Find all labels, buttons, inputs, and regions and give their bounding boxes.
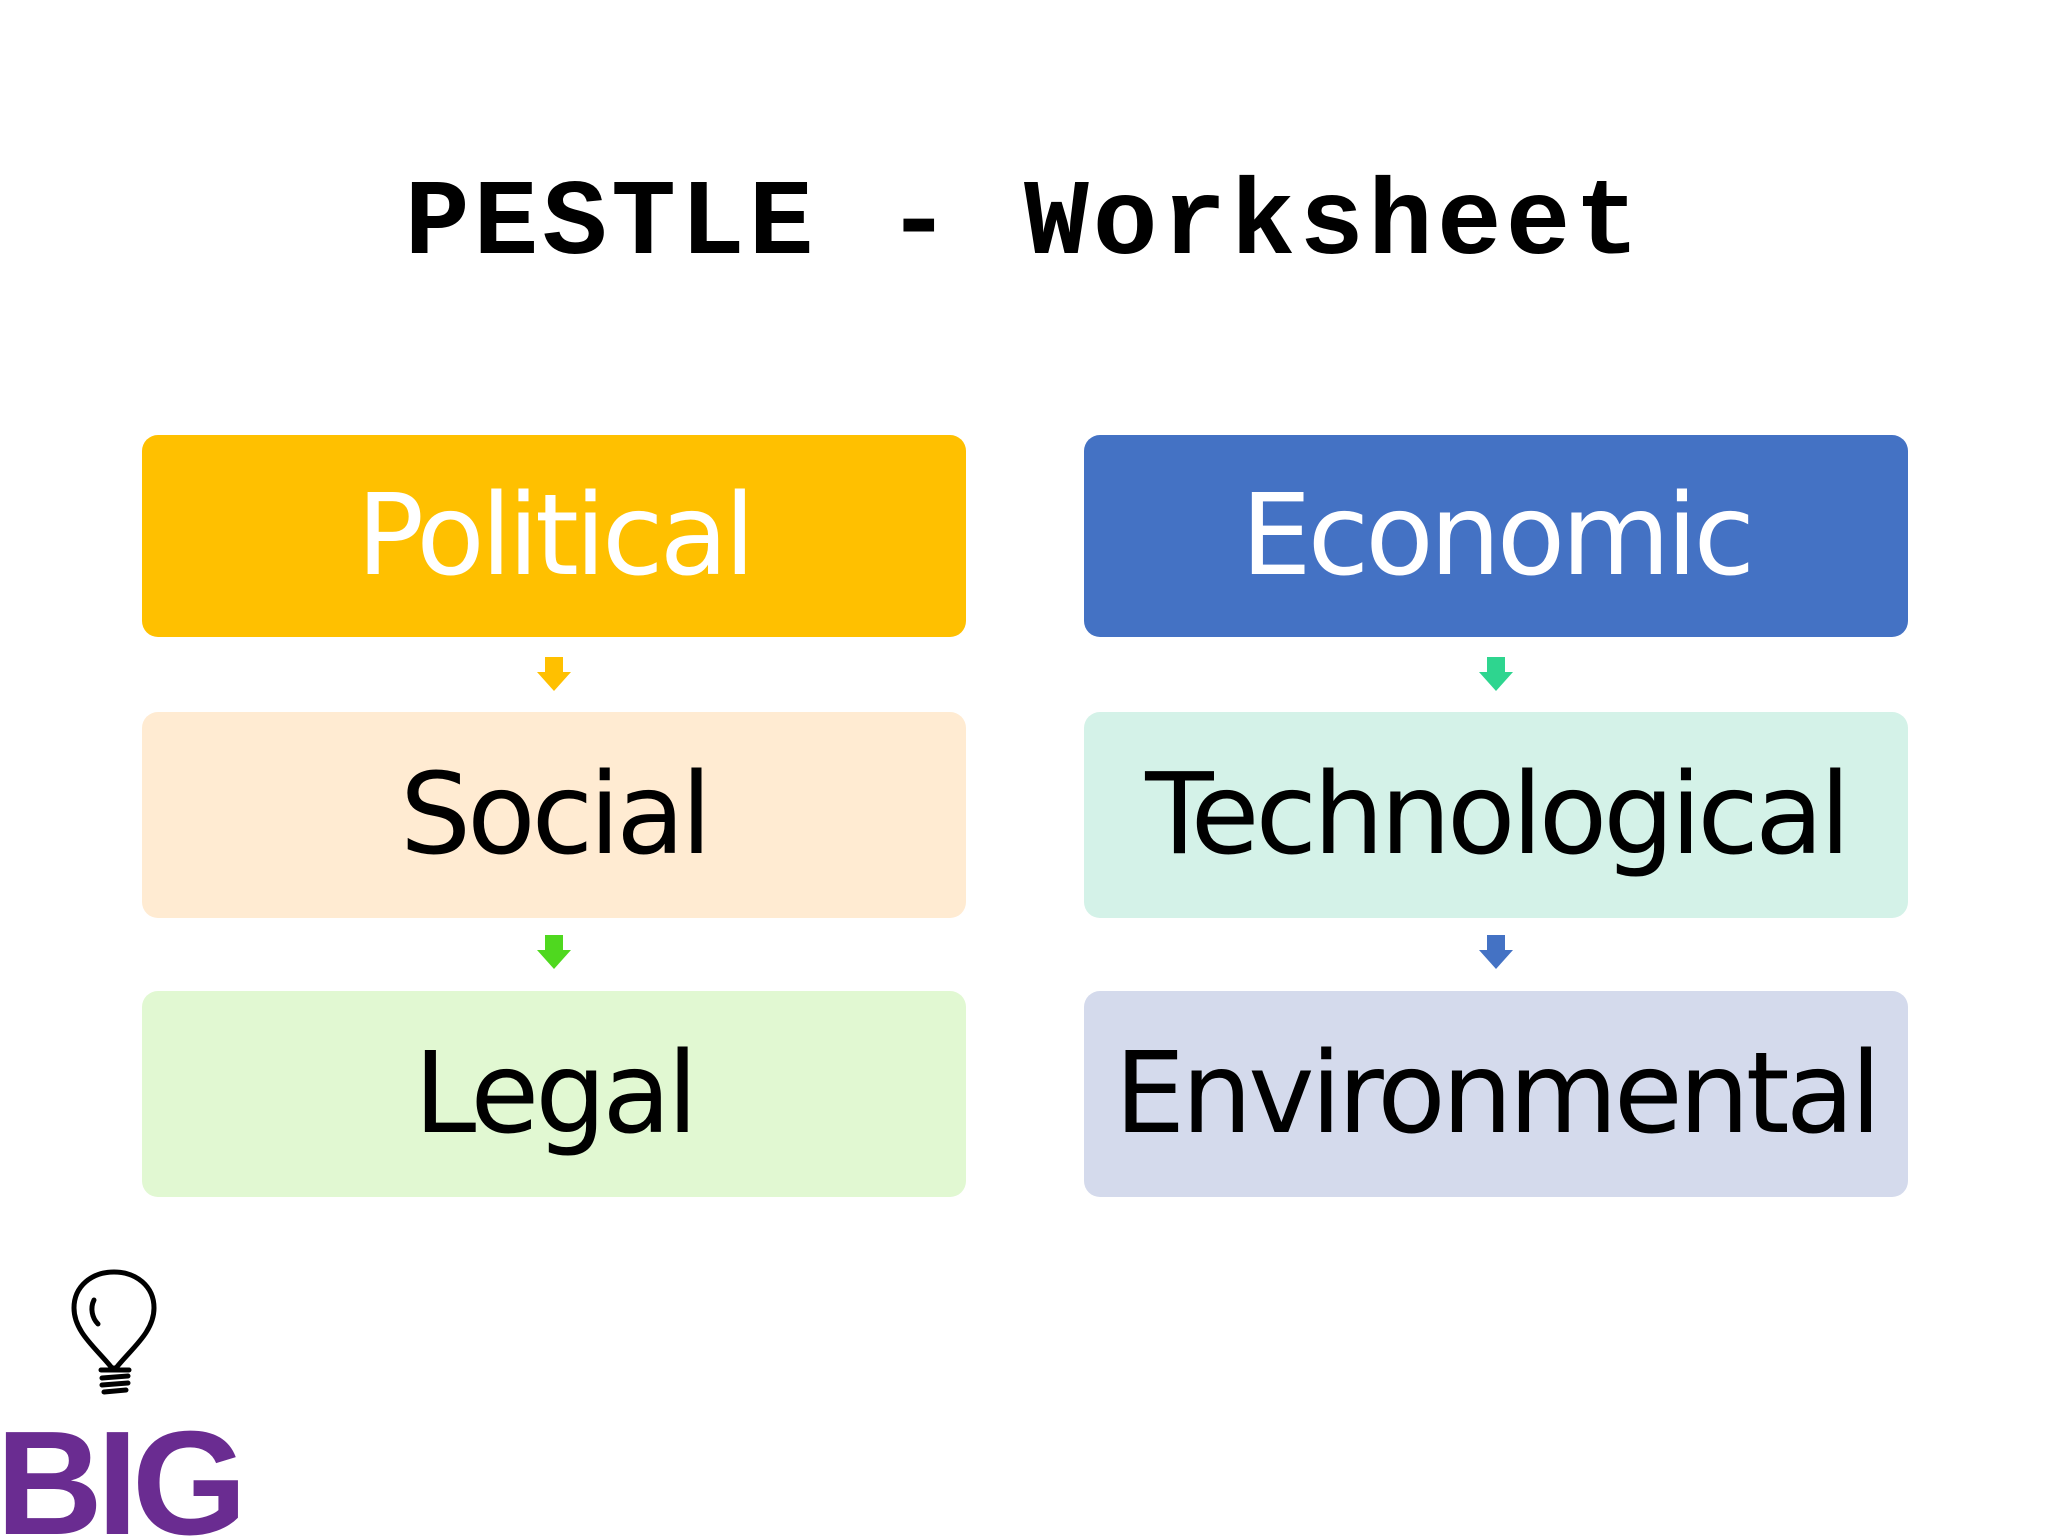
social-box: Social	[142, 712, 966, 918]
environmental-box: Environmental	[1084, 991, 1908, 1197]
legal-box: Legal	[142, 991, 966, 1197]
legal-label: Legal	[413, 1029, 698, 1159]
down-arrow-icon	[537, 657, 571, 691]
down-arrow-icon	[537, 935, 571, 969]
technological-box: Technological	[1084, 712, 1908, 918]
economic-box: Economic	[1084, 435, 1908, 637]
lightbulb-icon	[71, 1269, 157, 1395]
environmental-label: Environmental	[1114, 1029, 1882, 1159]
down-arrow-icon	[1479, 657, 1513, 691]
logo-text: BIG	[0, 1401, 241, 1536]
page-title: PESTLE - Worksheet	[404, 164, 1644, 286]
political-box: Political	[142, 435, 966, 637]
economic-label: Economic	[1240, 471, 1755, 601]
big-logo: BIG	[0, 1269, 247, 1536]
technological-label: Technological	[1145, 750, 1851, 880]
down-arrow-icon	[1479, 935, 1513, 969]
political-label: Political	[356, 471, 756, 601]
social-label: Social	[399, 750, 712, 880]
